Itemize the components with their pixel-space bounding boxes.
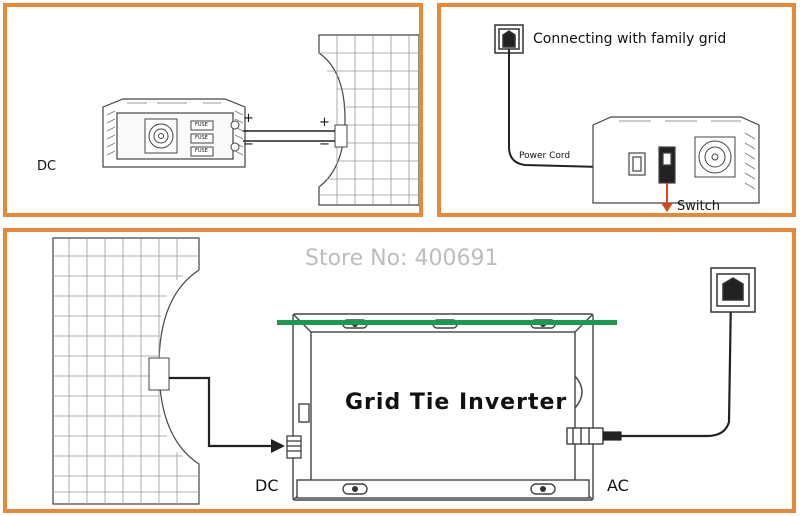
dc-arrow-icon bbox=[271, 439, 285, 453]
green-mounting-bar bbox=[277, 320, 617, 325]
ac-wire bbox=[621, 293, 733, 438]
inverter-main bbox=[292, 313, 594, 501]
fan-icon bbox=[144, 118, 178, 154]
switch-arrow-icon bbox=[661, 183, 673, 212]
solar-panel-top bbox=[318, 34, 419, 206]
grid-title: Connecting with family grid bbox=[533, 31, 727, 47]
wall-socket-icon bbox=[710, 267, 756, 313]
junction-box bbox=[334, 124, 348, 148]
fuse-label-3: FUSE bbox=[195, 148, 208, 154]
solar-panel-main bbox=[52, 237, 200, 505]
dc-plus-left: + bbox=[243, 111, 254, 126]
dc-minus-left: − bbox=[243, 137, 254, 152]
main-dc-label: DC bbox=[255, 476, 279, 495]
dc-connection-panel: FUSE FUSE FUSE + − + − DC bbox=[3, 3, 423, 217]
fuse-label-1: FUSE bbox=[195, 122, 208, 128]
grid-connection-panel: Connecting with family grid Power Cord S… bbox=[437, 3, 796, 217]
dc-plus-right: + bbox=[319, 115, 330, 130]
dc-wire bbox=[169, 376, 273, 448]
fuse-group bbox=[190, 120, 214, 157]
ac-connector-icon bbox=[566, 427, 622, 445]
switch-label: Switch bbox=[677, 199, 720, 214]
grid-connection-drawing bbox=[494, 24, 760, 212]
junction-box bbox=[148, 357, 170, 391]
main-diagram-drawing bbox=[52, 237, 756, 505]
dc-connection-drawing bbox=[102, 34, 419, 206]
main-ac-label: AC bbox=[607, 476, 629, 495]
fan-icon bbox=[694, 136, 736, 178]
dc-connector-icon bbox=[286, 435, 302, 459]
dc-label: DC bbox=[37, 159, 57, 174]
main-diagram-panel: Store No: 400691 Grid Tie Inverter DC AC bbox=[3, 228, 796, 513]
fuse-label-2: FUSE bbox=[195, 135, 208, 141]
wall-socket-icon bbox=[494, 24, 524, 54]
power-cord-label: Power Cord bbox=[519, 151, 571, 161]
inverter-title: Grid Tie Inverter bbox=[345, 390, 568, 415]
dc-wires bbox=[243, 130, 335, 142]
dc-terminals bbox=[230, 120, 240, 152]
power-cord-wire bbox=[508, 49, 602, 168]
dc-minus-right: − bbox=[319, 137, 330, 152]
store-watermark: Store No: 400691 bbox=[305, 246, 499, 271]
